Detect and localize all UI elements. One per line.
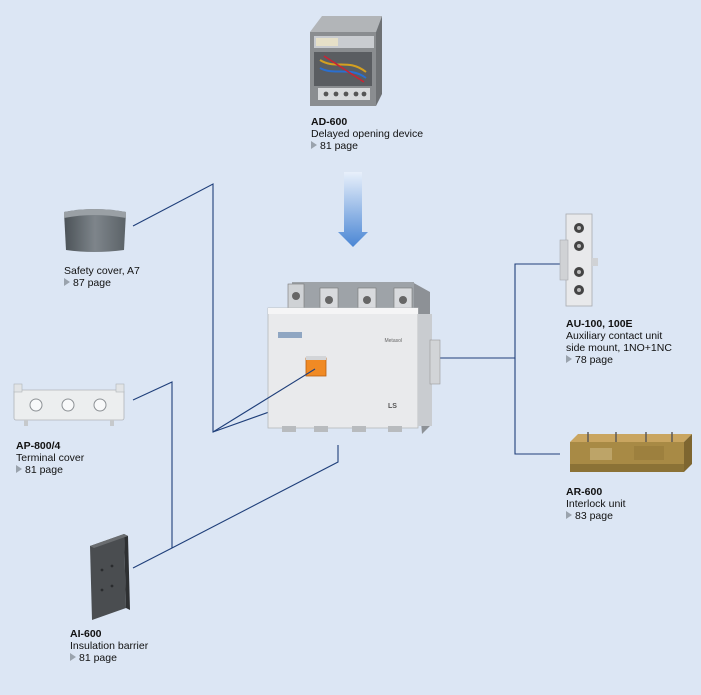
contactor-brand-text: Metasol xyxy=(384,338,402,344)
contactor-logo: LS xyxy=(388,403,397,410)
desc-ar600: Interlock unit xyxy=(566,498,626,510)
connector-insulation-barrier xyxy=(132,445,339,569)
page-pointer-icon xyxy=(566,355,572,363)
page-ref-ad600: 81 page xyxy=(311,140,423,152)
code-ar600: AR-600 xyxy=(566,486,603,498)
code-ap800: AP-800/4 xyxy=(16,440,61,452)
terminal-cover-image xyxy=(13,383,125,426)
connector-terminal-cover xyxy=(132,381,173,548)
auxiliary-contact-image xyxy=(559,213,598,307)
caption-ai600: AI-600 Insulation barrier 81 page xyxy=(70,628,148,664)
code-ai600: AI-600 xyxy=(70,628,102,640)
contactor-image: Metasol LS xyxy=(267,282,441,434)
desc-au100-line2: side mount, 1NO+1NC xyxy=(566,342,672,354)
connector-auxiliary xyxy=(440,263,560,359)
caption-ad600: AD-600 Delayed opening device 81 page xyxy=(311,116,423,152)
code-au100: AU-100, 100E xyxy=(566,318,633,330)
page-pointer-icon xyxy=(70,653,76,661)
page-ref-au100: 78 page xyxy=(566,354,672,366)
page-ref-ai600: 81 page xyxy=(70,652,148,664)
desc-ad600: Delayed opening device xyxy=(311,128,424,140)
desc-au100-line1: Auxiliary contact unit xyxy=(566,330,663,342)
page-ref-safety-cover: 87 page xyxy=(64,277,140,289)
caption-au100: AU-100, 100E Auxiliary contact unit side… xyxy=(566,318,672,366)
insulation-barrier-image xyxy=(90,534,130,620)
safety-cover-image xyxy=(64,209,126,252)
page-pointer-icon xyxy=(64,278,70,286)
desc-ai600: Insulation barrier xyxy=(70,640,149,652)
interlock-unit-image xyxy=(570,432,692,472)
caption-ap800: AP-800/4 Terminal cover 81 page xyxy=(16,440,84,476)
page-ref-ap800: 81 page xyxy=(16,464,84,476)
caption-safety-cover: Safety cover, A7 87 page xyxy=(64,265,140,289)
caption-ar600: AR-600 Interlock unit 83 page xyxy=(566,486,626,522)
page-ref-ar600: 83 page xyxy=(566,510,626,522)
desc-safety-cover: Safety cover, A7 xyxy=(64,265,140,277)
desc-ap800: Terminal cover xyxy=(16,452,85,464)
connector-interlock xyxy=(514,358,560,455)
code-ad600: AD-600 xyxy=(311,116,348,128)
page-pointer-icon xyxy=(16,465,22,473)
page-pointer-icon xyxy=(311,141,317,149)
delayed-opening-device-image xyxy=(310,16,382,106)
down-arrow-icon xyxy=(338,172,368,247)
page-pointer-icon xyxy=(566,511,572,519)
